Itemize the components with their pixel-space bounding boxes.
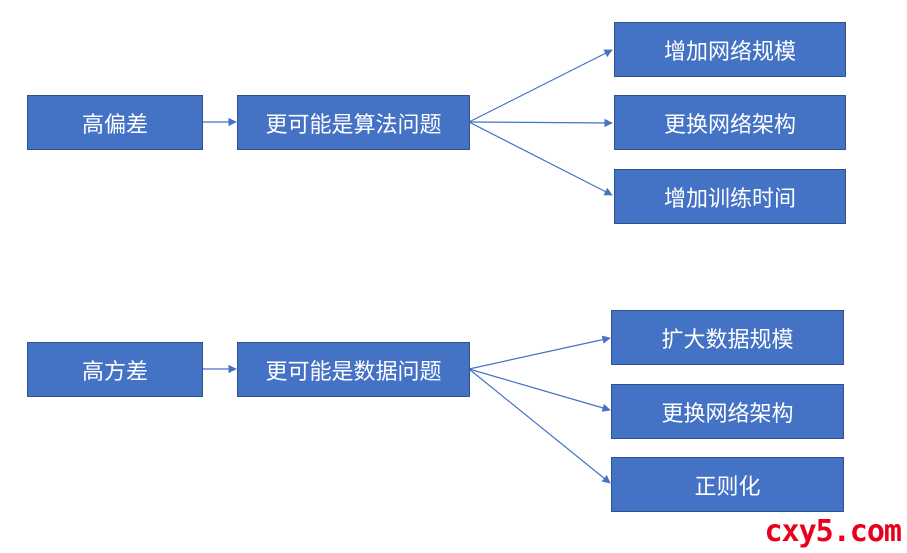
arrow-top-cause-to-solution-1 <box>468 49 613 123</box>
arrow-bottom-cause-to-solution-3 <box>468 368 611 484</box>
node-bottom-solution-2: 更换网络架构 <box>611 384 844 439</box>
arrow-bottom-cause-to-solution-1 <box>468 335 611 370</box>
node-bottom-solution-1: 扩大数据规模 <box>611 310 844 365</box>
watermark-logo: cxy5.com <box>764 514 902 549</box>
node-top-solution-3: 增加训练时间 <box>614 169 846 224</box>
arrow-top-cause-to-solution-2 <box>468 118 613 128</box>
node-high-variance: 高方差 <box>27 342 203 397</box>
arrow-bottom-cause-to-solution-2 <box>468 368 611 412</box>
node-top-solution-2: 更换网络架构 <box>614 95 846 150</box>
arrow-top-cause-to-solution-3 <box>468 121 613 196</box>
node-high-bias: 高偏差 <box>27 95 203 150</box>
node-top-solution-1: 增加网络规模 <box>614 22 846 77</box>
node-bottom-solution-3: 正则化 <box>611 457 844 512</box>
node-algorithm-problem: 更可能是算法问题 <box>237 95 470 150</box>
node-data-problem: 更可能是数据问题 <box>237 342 470 397</box>
